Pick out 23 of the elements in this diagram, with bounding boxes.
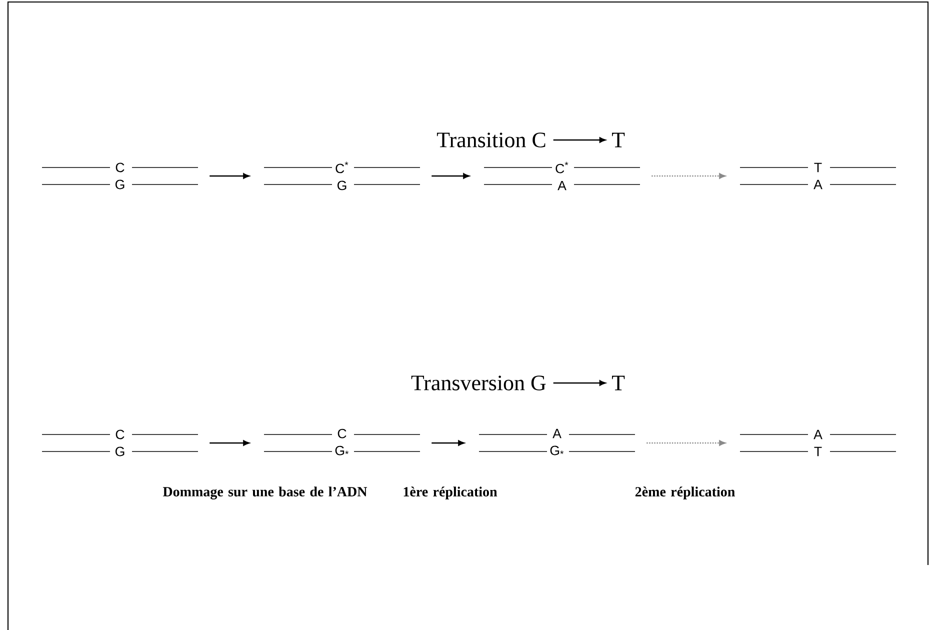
dna-duplex: C G [42,430,198,456]
title-text: T [612,132,625,148]
step-label: Dommage sur une base de l’ADN [162,486,368,500]
arrow [553,137,606,143]
dna-duplex: C G [42,162,198,190]
dna-duplex: A G$_{*}$ [478,428,636,456]
dna-duplex: C$^{*}$ G [264,162,420,190]
step-label: 1ère réplication [404,486,498,500]
arrow [646,440,726,446]
dna-duplex: T A [740,162,896,190]
dna-duplex: C G$_{*}$ [264,428,420,456]
arrow [553,380,606,386]
dna-duplex: C$^{*}$ A [484,162,640,190]
arrow [432,440,464,446]
arrow [210,440,250,446]
arrow [432,173,470,179]
step-label: 2ème réplication [635,486,735,500]
title-text: Transversion G [411,376,546,390]
arrow [210,173,250,179]
title-text: T [612,376,625,390]
arrow [652,173,726,179]
title-text: Transition C [436,132,546,148]
dna-duplex: A T [740,430,896,456]
